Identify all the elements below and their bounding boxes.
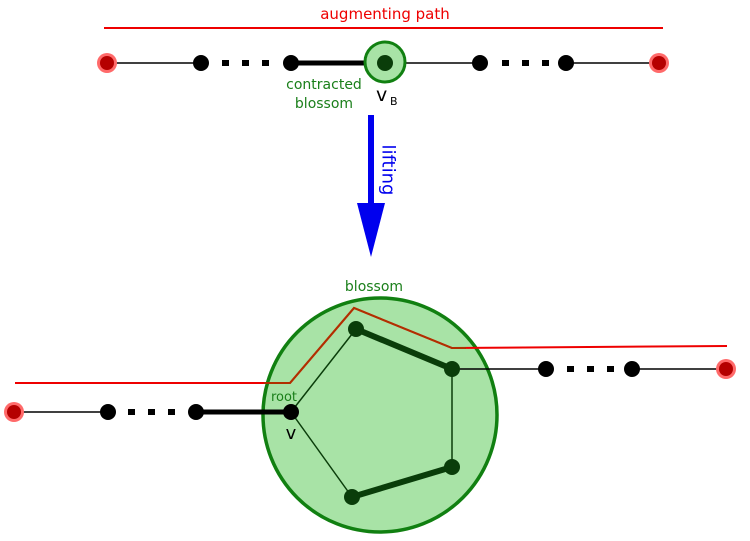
vertex [100,404,116,420]
vb-subscript: B [390,95,398,108]
augmenting-path-label: augmenting path [320,5,450,23]
blossom-edge [290,328,357,413]
ellipsis-dots [502,60,549,66]
blossom-matched-edge [351,464,453,500]
exposed-vertex-right-core [719,362,733,376]
exposed-vertex-left-core [7,405,21,419]
blossom-edge [290,411,353,498]
vertex [283,55,299,71]
contracted-blossom-vertex [377,55,393,71]
blossom-label: blossom [345,279,403,295]
vertex [538,361,554,377]
ellipsis-dots [567,366,614,372]
vertex [188,404,204,420]
exposed-vertex-right-core [652,56,666,70]
vertex [193,55,209,71]
lifting-label: lifting [378,145,399,196]
contracted-blossom-label-line2: blossom [295,96,353,112]
lifting-arrow-head [357,203,385,257]
root-vertex [283,404,299,420]
blossom-matched-edge [354,326,454,372]
blossom-vertex [444,361,460,377]
blossom-vertex [344,489,360,505]
vertex [624,361,640,377]
blossom-vertex [444,459,460,475]
blossom-vertex [348,321,364,337]
ellipsis-dots [222,60,269,66]
vertex [558,55,574,71]
v-label: v [286,423,297,444]
ellipsis-dots [128,409,175,415]
alternating-path-in-blossom [264,306,466,384]
exposed-vertex-left-core [100,56,114,70]
vb-label: v [376,84,387,106]
contracted-blossom-label-line1: contracted [286,77,362,93]
vertex [472,55,488,71]
root-label: root [271,390,297,405]
